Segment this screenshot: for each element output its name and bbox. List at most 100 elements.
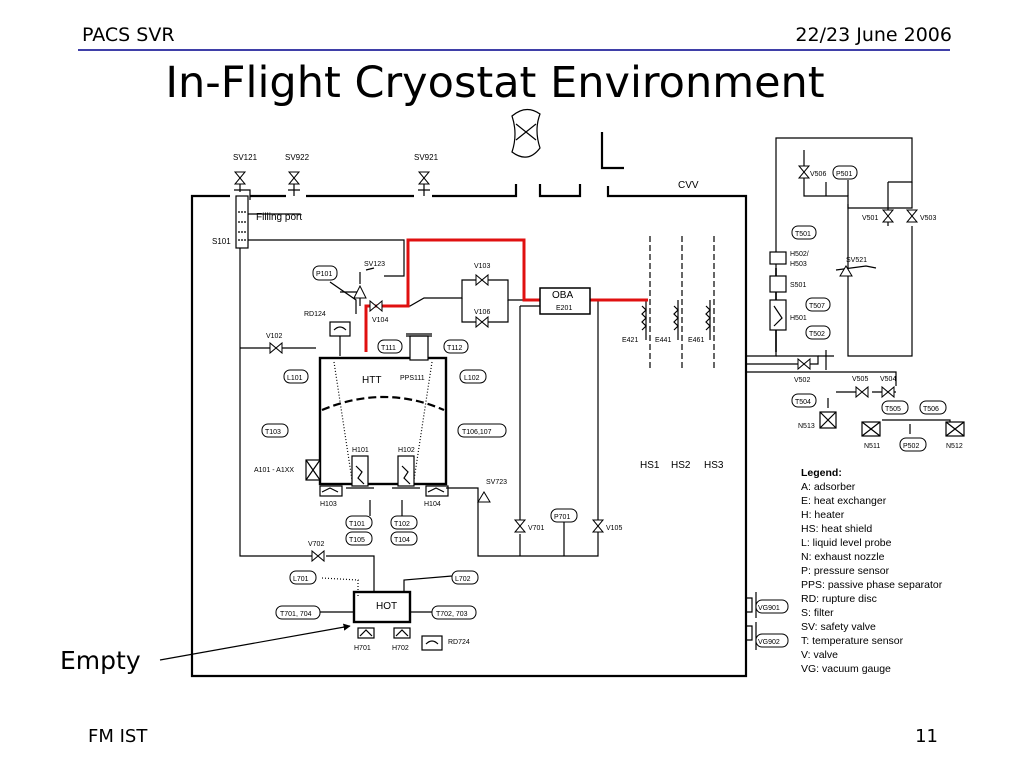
t506-label: T506 <box>923 406 939 413</box>
p101-label: P101 <box>316 271 332 278</box>
t103-label: T103 <box>265 429 281 436</box>
h702-label: H702 <box>392 645 409 652</box>
t505-label: T505 <box>885 406 901 413</box>
vg902-label: VG902 <box>758 639 780 646</box>
h502-label-1: H502/ <box>790 251 809 258</box>
slide-number: 11 <box>915 726 938 747</box>
legend-item: A: adsorber <box>801 481 856 493</box>
legend-item: L: liquid level probe <box>801 537 892 549</box>
filling-port-label: Filling port <box>256 212 302 223</box>
legend-title: Legend: <box>801 467 842 479</box>
e421-label: E421 <box>622 337 638 344</box>
a101-label: A101 - A1XX <box>254 467 294 474</box>
l702-label: L702 <box>455 576 471 583</box>
legend-item: N: exhaust nozzle <box>801 551 885 563</box>
sv121-label: SV121 <box>233 153 258 162</box>
sv723-label: SV723 <box>486 479 507 486</box>
v502-label: V502 <box>794 377 810 384</box>
hot-label: HOT <box>376 601 397 612</box>
t106-107-label: T106,107 <box>462 429 492 436</box>
v102-label: V102 <box>266 333 282 340</box>
footer-left-text: FM IST <box>88 726 148 747</box>
e441-label: E441 <box>655 337 671 344</box>
e201-label: E201 <box>556 305 572 312</box>
legend: Legend: A: adsorber E: heat exchanger H:… <box>801 467 943 675</box>
h102-label: H102 <box>398 447 415 454</box>
n512-label: N512 <box>946 443 963 450</box>
sv922-label: SV922 <box>285 153 310 162</box>
h501-label: H501 <box>790 315 807 322</box>
legend-item: P: pressure sensor <box>801 565 890 577</box>
sv921-label: SV921 <box>414 153 439 162</box>
v501-label: V501 <box>862 215 878 222</box>
legend-item: RD: rupture disc <box>801 593 877 605</box>
h103-label: H103 <box>320 501 337 508</box>
hs3-label: HS3 <box>704 460 724 471</box>
sv521-label: SV521 <box>846 257 867 264</box>
h104-label: H104 <box>424 501 441 508</box>
h502-label-2: H503 <box>790 261 807 268</box>
v104-label: V104 <box>372 317 388 324</box>
empty-annotation: Empty <box>60 646 141 675</box>
p701-label: P701 <box>554 514 570 521</box>
t507-label: T507 <box>809 303 825 310</box>
header-left-text: PACS SVR <box>82 24 175 46</box>
hs1-label: HS1 <box>640 460 660 471</box>
t102-label: T102 <box>394 521 410 528</box>
t701-704-label: T701, 704 <box>280 611 312 618</box>
n511-label: N511 <box>864 443 880 450</box>
s501-label: S501 <box>790 282 806 289</box>
v504-label: V504 <box>880 376 896 383</box>
p501-label: P501 <box>836 171 852 178</box>
s101-label: S101 <box>212 237 231 246</box>
legend-item: VG: vacuum gauge <box>801 663 891 675</box>
sv123-label: SV123 <box>364 261 385 268</box>
t502-label: T502 <box>809 331 825 338</box>
legend-item: HS: heat shield <box>801 523 872 535</box>
v505-label: V505 <box>852 376 868 383</box>
p502-label: P502 <box>903 443 919 450</box>
pps111-label: PPS111 <box>400 375 425 382</box>
rd724-label: RD724 <box>448 639 470 646</box>
legend-item: S: filter <box>801 607 834 619</box>
legend-item: PPS: passive phase separator <box>801 579 943 591</box>
htt-label: HTT <box>362 375 381 386</box>
oba-label: OBA <box>552 290 573 301</box>
legend-item: E: heat exchanger <box>801 495 887 507</box>
v506-label: V506 <box>810 171 826 178</box>
legend-item: V: valve <box>801 649 838 661</box>
t112-label: T112 <box>447 345 463 352</box>
vg901-label: VG901 <box>758 605 780 612</box>
oba-box <box>539 287 591 315</box>
hs2-label: HS2 <box>671 460 691 471</box>
v103-label: V103 <box>474 263 490 270</box>
header-date: 22/23 June 2006 <box>795 24 952 46</box>
t501-label: T501 <box>795 231 811 238</box>
v701-label: V701 <box>528 525 544 532</box>
t101-label: T101 <box>349 521 365 528</box>
v503-label: V503 <box>920 215 936 222</box>
t111-label: T111 <box>381 345 396 352</box>
v702-label: V702 <box>308 541 324 548</box>
v105-label: V105 <box>606 525 622 532</box>
l101-label: L101 <box>287 375 303 382</box>
e461-label: E461 <box>688 337 704 344</box>
n513-label: N513 <box>798 423 815 430</box>
legend-item: H: heater <box>801 509 845 521</box>
t504-label: T504 <box>795 399 811 406</box>
t702-703-label: T702, 703 <box>436 611 468 618</box>
cvv-label: CVV <box>678 180 699 191</box>
slide-title: In-Flight Cryostat Environment <box>165 58 825 108</box>
v106-label: V106 <box>474 309 490 316</box>
h101-label: H101 <box>352 447 369 454</box>
h701-label: H701 <box>354 645 371 652</box>
t105-label: T105 <box>349 537 365 544</box>
legend-item: SV: safety valve <box>801 621 876 633</box>
rd124-label: RD124 <box>304 311 326 318</box>
t104-label: T104 <box>394 537 410 544</box>
legend-item: T: temperature sensor <box>801 635 904 647</box>
l701-label: L701 <box>293 576 309 583</box>
header-rule <box>78 49 950 51</box>
l102-label: L102 <box>464 375 480 382</box>
